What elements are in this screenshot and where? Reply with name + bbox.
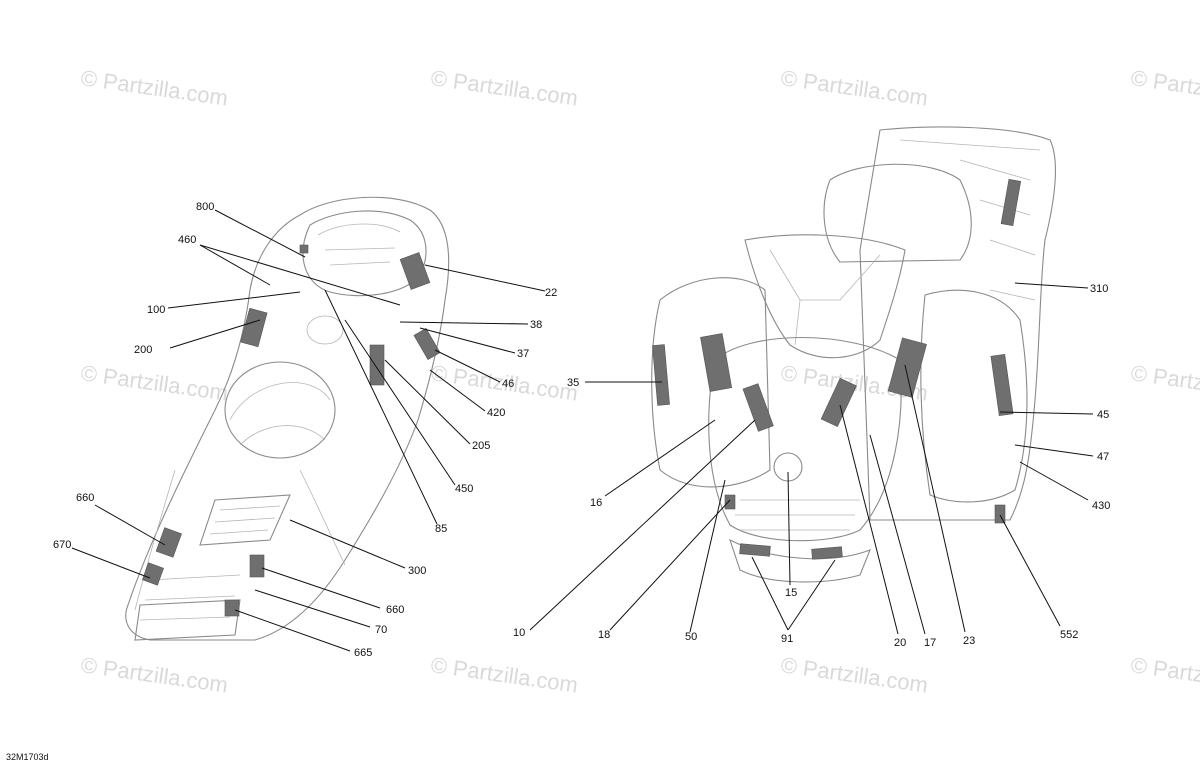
- decal-37: [413, 327, 441, 361]
- callout-labels: 800 460 100 200 22 38 37 46 420 205 450 …: [53, 201, 1110, 659]
- decal-665: [224, 599, 240, 617]
- left-snowmobile-illustration: [125, 196, 450, 641]
- watermark-3: © Partzilla.com: [779, 65, 929, 110]
- decal-552: [994, 504, 1006, 524]
- watermark-4: © Partzilla.com: [1129, 65, 1200, 110]
- right-snowmobile-illustration: [651, 126, 1056, 583]
- decal-200: [240, 307, 268, 348]
- callout-23: 23: [963, 635, 975, 647]
- callout-18: 18: [598, 629, 610, 641]
- watermark-2: © Partzilla.com: [429, 65, 579, 110]
- callout-200: 200: [134, 344, 152, 356]
- callout-20: 20: [894, 637, 906, 649]
- watermark-5: © Partzilla.com: [79, 360, 229, 405]
- callout-660-bottom: 660: [386, 604, 404, 616]
- decal-10: [742, 383, 774, 432]
- callout-310: 310: [1090, 283, 1108, 295]
- callout-670: 670: [53, 539, 71, 551]
- decal-16: [700, 333, 733, 392]
- callout-205: 205: [472, 440, 490, 452]
- callout-15: 15: [785, 587, 797, 599]
- callout-46: 46: [502, 378, 514, 390]
- callout-85: 85: [435, 523, 447, 535]
- callout-430: 430: [1092, 500, 1110, 512]
- decal-660a: [155, 527, 182, 558]
- decal-91a: [739, 543, 771, 557]
- callout-300: 300: [408, 565, 426, 577]
- callout-665: 665: [354, 647, 372, 659]
- callout-10: 10: [513, 627, 525, 639]
- decal-660b: [249, 554, 265, 578]
- callout-70: 70: [375, 624, 387, 636]
- callout-17: 17: [924, 637, 936, 649]
- callout-91: 91: [781, 633, 793, 645]
- callout-660-top: 660: [76, 492, 94, 504]
- callout-420: 420: [487, 407, 505, 419]
- decal-310: [1000, 178, 1022, 227]
- decal-205: [369, 344, 385, 386]
- callout-100: 100: [147, 304, 165, 316]
- decal-22: [399, 252, 431, 290]
- decal-35: [652, 344, 670, 406]
- callout-16: 16: [590, 497, 602, 509]
- watermark-1: © Partzilla.com: [79, 65, 229, 110]
- figure-code: 32M1703d: [6, 752, 49, 762]
- decal-91b: [811, 546, 843, 560]
- callout-460: 460: [178, 234, 196, 246]
- decal-18: [724, 494, 736, 510]
- callout-37: 37: [517, 348, 529, 360]
- callout-50: 50: [685, 631, 697, 643]
- watermark-10: © Partzilla.com: [429, 652, 579, 697]
- callout-22: 22: [545, 287, 557, 299]
- leader-lines: [71, 209, 1094, 652]
- callout-800: 800: [196, 201, 214, 213]
- decal-23: [887, 337, 927, 398]
- callout-450: 450: [455, 483, 473, 495]
- decal-45: [990, 353, 1014, 417]
- decal-800: [299, 244, 309, 254]
- callout-47: 47: [1097, 451, 1109, 463]
- callout-552: 552: [1060, 629, 1078, 641]
- decal-20: [820, 377, 857, 428]
- decal-670: [142, 562, 164, 586]
- watermark-8: © Partzilla.com: [1129, 360, 1200, 405]
- watermark-11: © Partzilla.com: [779, 652, 929, 697]
- callout-45: 45: [1097, 409, 1109, 421]
- callout-35: 35: [567, 377, 579, 389]
- callout-38: 38: [530, 319, 542, 331]
- watermark-9: © Partzilla.com: [79, 652, 229, 697]
- watermark-layer: © Partzilla.com © Partzilla.com © Partzi…: [79, 65, 1200, 697]
- watermark-12: © Partzilla.com: [1129, 652, 1200, 697]
